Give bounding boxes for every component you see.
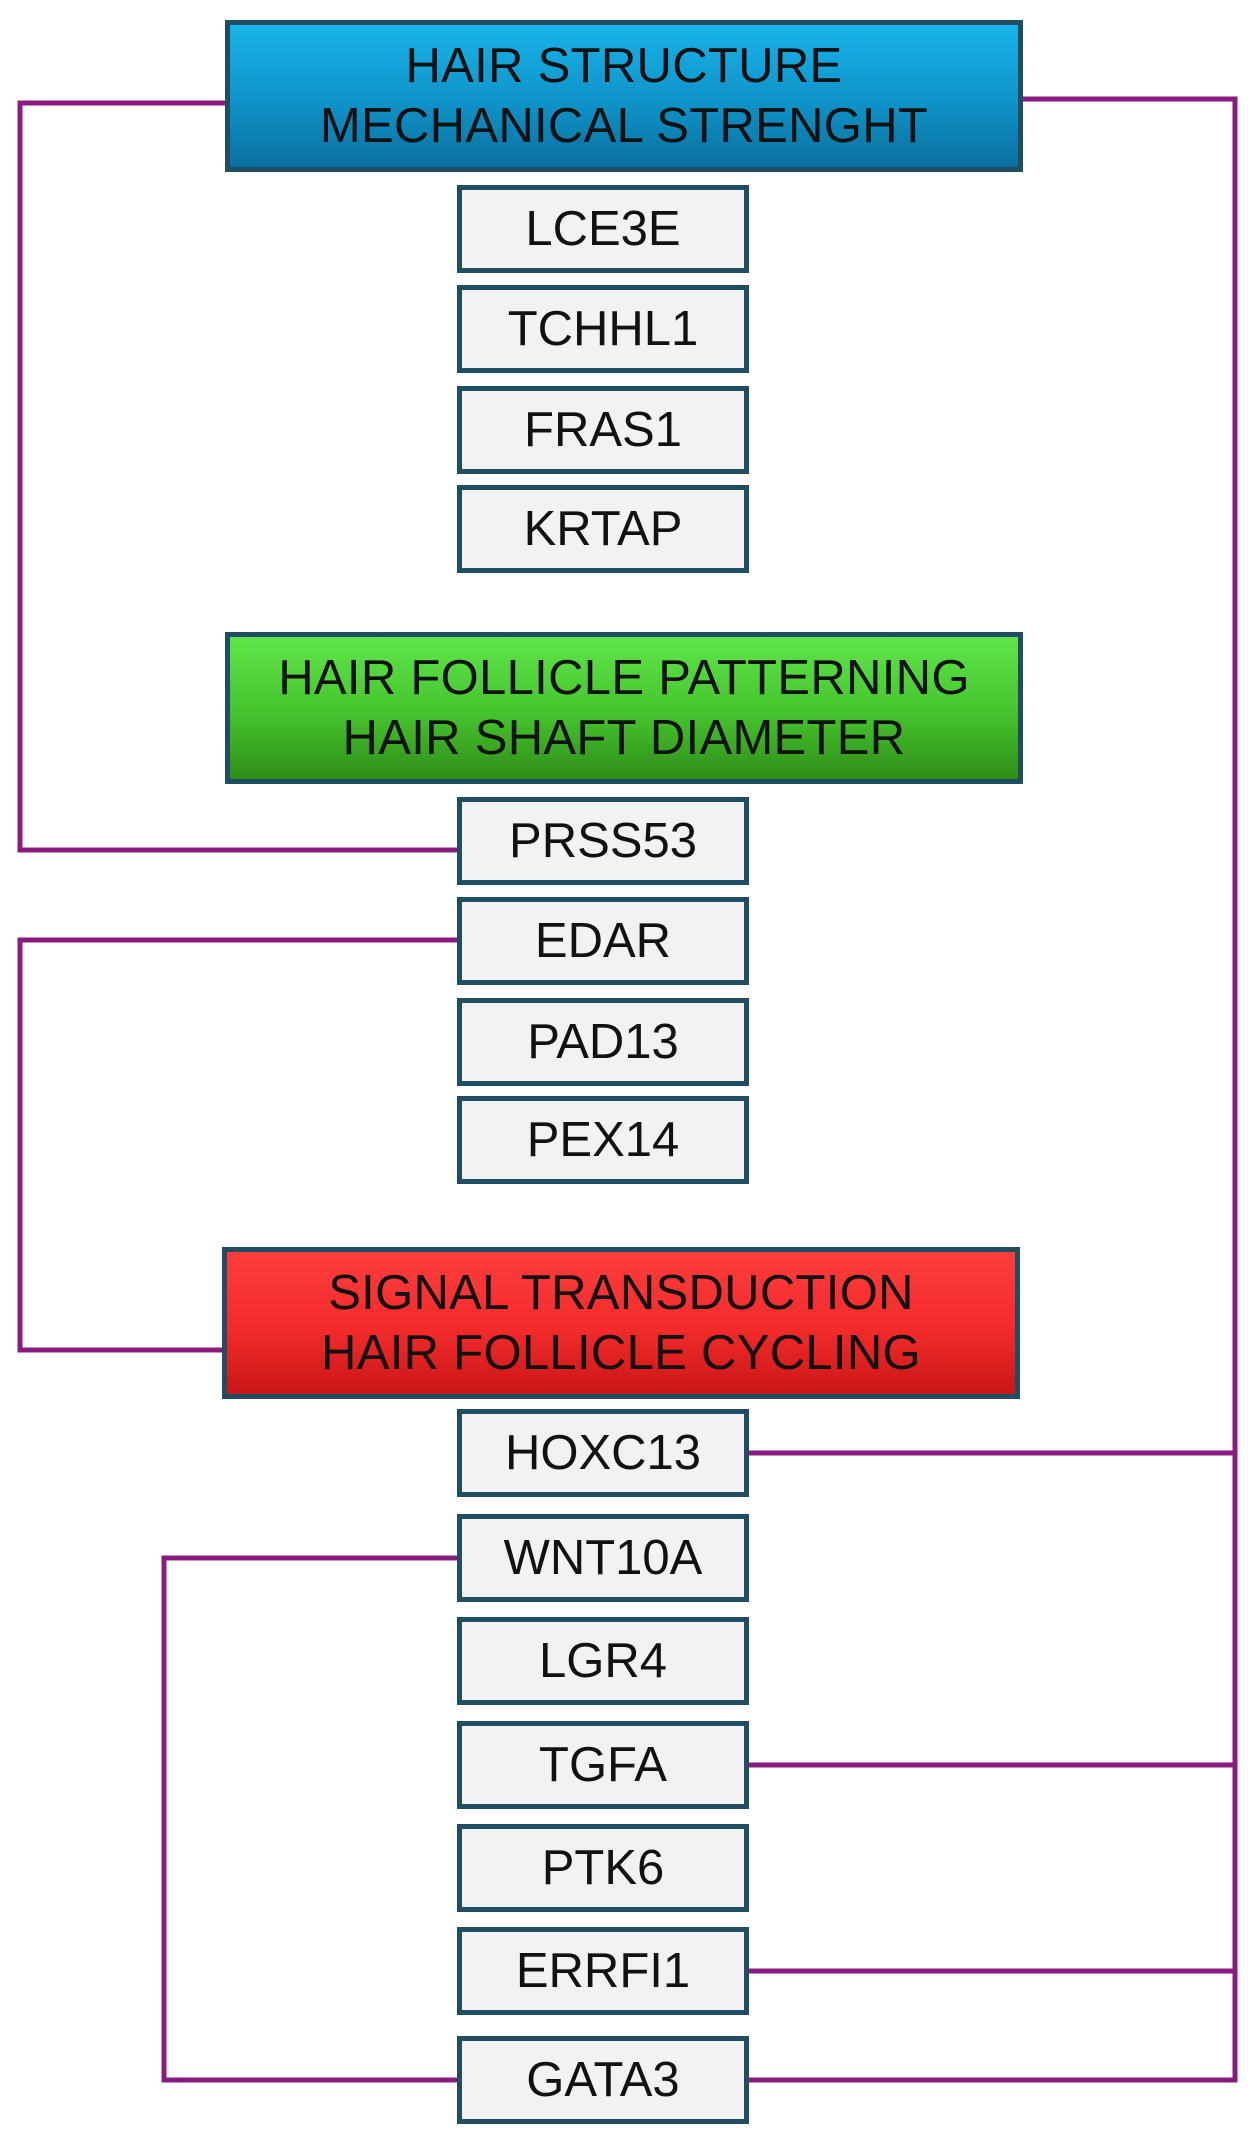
gene-box: WNT10A	[457, 1514, 749, 1602]
gene-label: FRAS1	[524, 403, 682, 457]
group-title-line2: HAIR FOLLICLE CYCLING	[321, 1326, 921, 1380]
gene-label: PRSS53	[509, 814, 697, 868]
gene-label: TCHHL1	[507, 302, 699, 356]
gene-box: EDAR	[457, 897, 749, 985]
gene-label: WNT10A	[503, 1531, 703, 1585]
group-header-signal-transduction: SIGNAL TRANSDUCTION HAIR FOLLICLE CYCLIN…	[222, 1247, 1020, 1399]
group-title-line2: HAIR SHAFT DIAMETER	[342, 711, 906, 765]
gene-box: FRAS1	[457, 386, 749, 474]
gene-label: LGR4	[538, 1634, 667, 1688]
gene-box: TGFA	[457, 1721, 749, 1809]
gene-box: ERRFI1	[457, 1927, 749, 2015]
gene-label: ERRFI1	[515, 1944, 691, 1998]
gene-box: KRTAP	[457, 485, 749, 573]
gene-box: PTK6	[457, 1824, 749, 1912]
group-title-line1: SIGNAL TRANSDUCTION	[328, 1266, 914, 1320]
group-title-line1: HAIR FOLLICLE PATTERNING	[278, 651, 970, 705]
gene-label: LCE3E	[525, 202, 681, 256]
gene-label: PEX14	[526, 1113, 680, 1167]
gene-box: PAD13	[457, 998, 749, 1086]
group-header-hair-follicle-patterning: HAIR FOLLICLE PATTERNING HAIR SHAFT DIAM…	[225, 632, 1023, 784]
connector-structure-trunk	[747, 96, 1238, 2083]
gene-box: PEX14	[457, 1096, 749, 1184]
group-header-hair-structure: HAIR STRUCTURE MECHANICAL STRENGHT	[225, 20, 1023, 172]
gene-box: PRSS53	[457, 797, 749, 885]
gene-label: KRTAP	[523, 502, 683, 556]
gene-box: LGR4	[457, 1617, 749, 1705]
gene-box: HOXC13	[457, 1409, 749, 1497]
connector-edar-signal	[17, 937, 457, 1353]
gene-box: LCE3E	[457, 185, 749, 273]
gene-label: EDAR	[534, 914, 672, 968]
gene-label: PTK6	[541, 1841, 665, 1895]
gene-box: TCHHL1	[457, 285, 749, 373]
gene-label: PAD13	[527, 1015, 679, 1069]
gene-label: GATA3	[526, 2053, 680, 2107]
connector-structure-prss53	[17, 100, 457, 853]
gene-label: HOXC13	[504, 1426, 702, 1480]
connector-wnt10a-gata3	[161, 1555, 457, 2083]
gene-label: TGFA	[539, 1738, 667, 1792]
gene-box: GATA3	[457, 2036, 749, 2124]
group-title-line1: HAIR STRUCTURE	[405, 39, 843, 93]
group-title-line2: MECHANICAL STRENGHT	[319, 99, 929, 153]
